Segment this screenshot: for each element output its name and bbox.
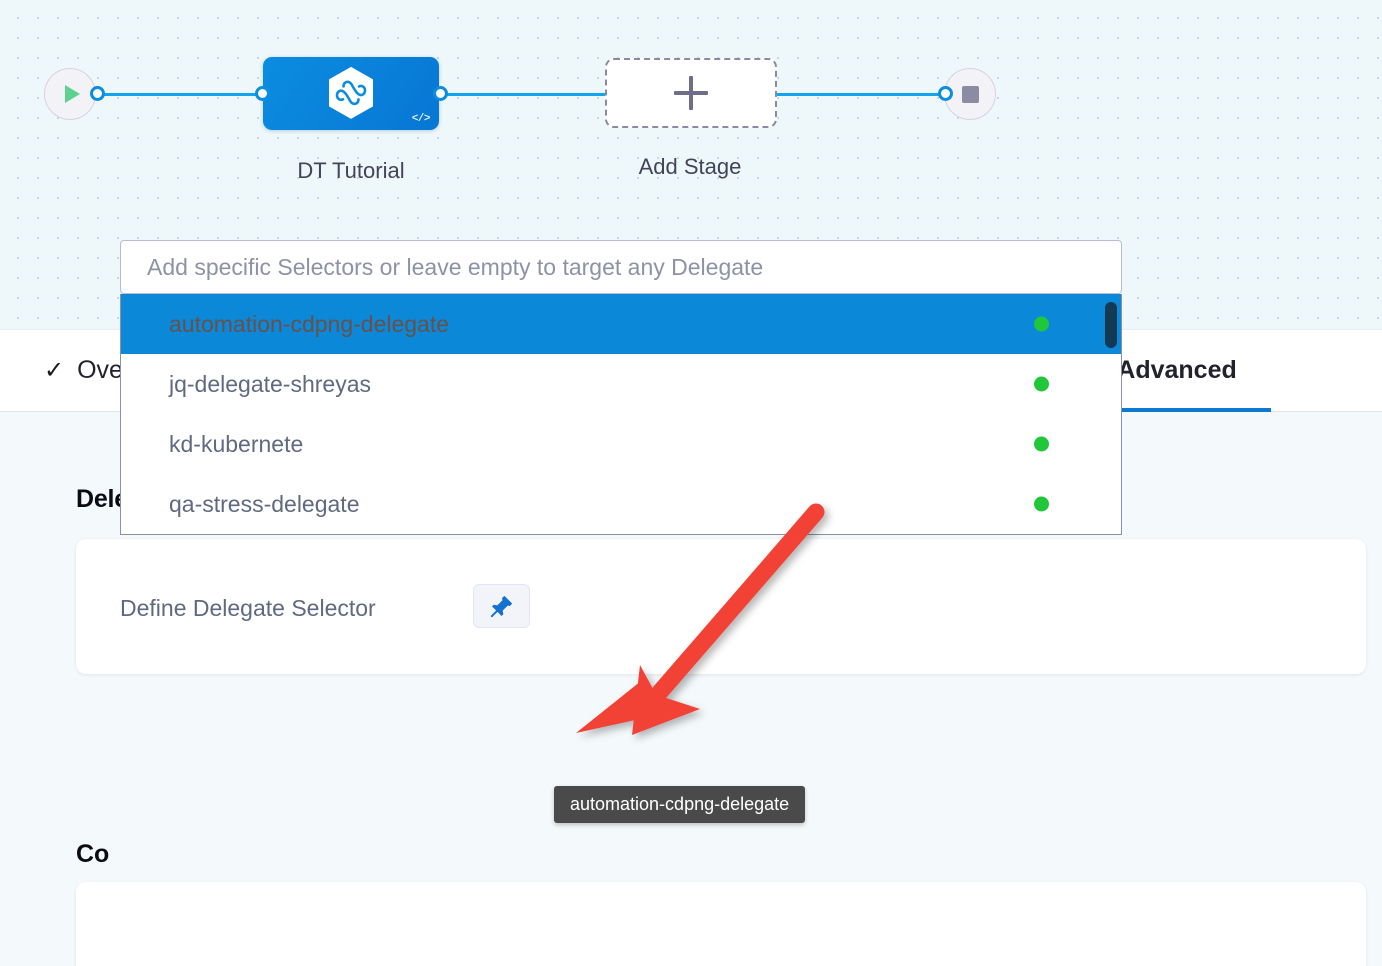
tab-advanced[interactable]: ✓ Advanced	[1050, 330, 1271, 412]
pipeline-graph: </> DT Tutorial Add Stage	[0, 0, 1382, 329]
define-delegate-selector-label: Define Delegate Selector	[120, 595, 376, 621]
status-dot-icon	[1034, 376, 1049, 392]
tab-advanced-label: Advanced	[1117, 356, 1237, 384]
add-stage-button[interactable]	[605, 58, 777, 128]
vertical-scrollbar[interactable]	[1105, 302, 1117, 348]
option-label: qa-stress-delegate	[169, 490, 360, 517]
connector-start-to-stage	[96, 93, 266, 96]
add-stage-label: Add Stage	[638, 154, 742, 179]
connector-port-stage-in	[255, 86, 270, 101]
option-tooltip: automation-cdpng-delegate	[554, 786, 806, 823]
list-item[interactable]: automation-cdpng-delegate	[121, 294, 1121, 354]
delegate-selector-dropdown: Add specific Selectors or leave empty to…	[120, 240, 1122, 535]
pin-icon	[490, 595, 512, 618]
plus-icon	[674, 76, 708, 110]
option-label: automation-cdpng-delegate	[169, 310, 450, 337]
pipeline-start-node[interactable]	[44, 68, 96, 120]
list-item[interactable]: kd-kubernete	[121, 414, 1121, 474]
code-icon[interactable]: </>	[411, 113, 431, 125]
option-label: kd-kubernete	[169, 430, 304, 457]
play-icon	[64, 85, 80, 103]
status-dot-icon	[1034, 436, 1049, 452]
connector-port-end	[938, 86, 953, 101]
stage-node-label: DT Tutorial	[297, 158, 405, 183]
stop-icon	[961, 85, 979, 103]
status-dot-icon	[1034, 316, 1049, 332]
conditional-execution-title: Co	[76, 840, 110, 868]
pin-icon-button[interactable]	[473, 584, 530, 628]
status-dot-icon	[1034, 496, 1049, 512]
harness-hexagon-icon	[329, 66, 373, 119]
stage-node-dt-tutorial[interactable]: </>	[263, 57, 439, 130]
connector-port-stage-out	[433, 86, 448, 101]
check-icon: ✓	[44, 356, 65, 384]
conditional-execution-card	[76, 882, 1366, 966]
list-item[interactable]: jq-delegate-shreyas	[121, 354, 1121, 414]
option-label: jq-delegate-shreyas	[169, 370, 372, 397]
list-item[interactable]: qa-stress-delegate	[121, 474, 1121, 534]
delegate-selector-input[interactable]: Add specific Selectors or leave empty to…	[120, 240, 1122, 294]
delegate-selector-placeholder: Add specific Selectors or leave empty to…	[147, 253, 764, 280]
delegate-options-list[interactable]: automation-cdpng-delegate jq-delegate-sh…	[120, 294, 1122, 535]
connector-port-start	[90, 86, 105, 101]
